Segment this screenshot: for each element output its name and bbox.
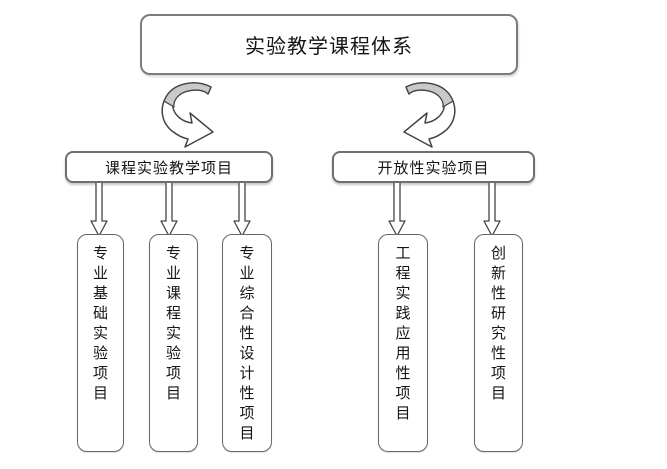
down-arrow-icon xyxy=(388,183,406,237)
curved-arrow-band xyxy=(163,82,212,108)
branch-node-label: 课程实验教学项目 xyxy=(104,159,233,177)
root-node: 实验教学课程体系 xyxy=(140,14,518,75)
curved-arrow-right-icon xyxy=(403,82,456,148)
leaf-node-innovative-research: 创新性研究性项目 xyxy=(474,234,523,452)
branch-node-course-experiments: 课程实验教学项目 xyxy=(65,151,273,183)
leaf-node-course-experiments: 专业课程实验项目 xyxy=(149,234,198,452)
leaf-node-label: 专业综合性设计性项目 xyxy=(239,245,255,442)
curved-arrow-left-icon xyxy=(161,82,214,148)
down-arrow-icon xyxy=(483,183,501,237)
down-arrow-icon xyxy=(90,183,108,237)
leaf-node-label: 专业基础实验项目 xyxy=(93,245,109,402)
root-node-label: 实验教学课程体系 xyxy=(245,36,413,58)
branch-node-open-experiments: 开放性实验项目 xyxy=(332,151,535,183)
branch-node-label: 开放性实验项目 xyxy=(377,159,490,177)
down-arrow-icon xyxy=(160,183,178,237)
leaf-node-engineering-practice: 工程实践应用性项目 xyxy=(378,234,428,452)
leaf-node-label: 创新性研究性项目 xyxy=(491,245,507,402)
leaf-node-comprehensive-design: 专业综合性设计性项目 xyxy=(222,234,272,452)
leaf-node-label: 工程实践应用性项目 xyxy=(395,245,411,422)
down-arrow-icon xyxy=(233,183,251,237)
curved-arrow-band xyxy=(405,82,454,108)
leaf-node-label: 专业课程实验项目 xyxy=(166,245,182,402)
leaf-node-basic-experiments: 专业基础实验项目 xyxy=(77,234,124,452)
